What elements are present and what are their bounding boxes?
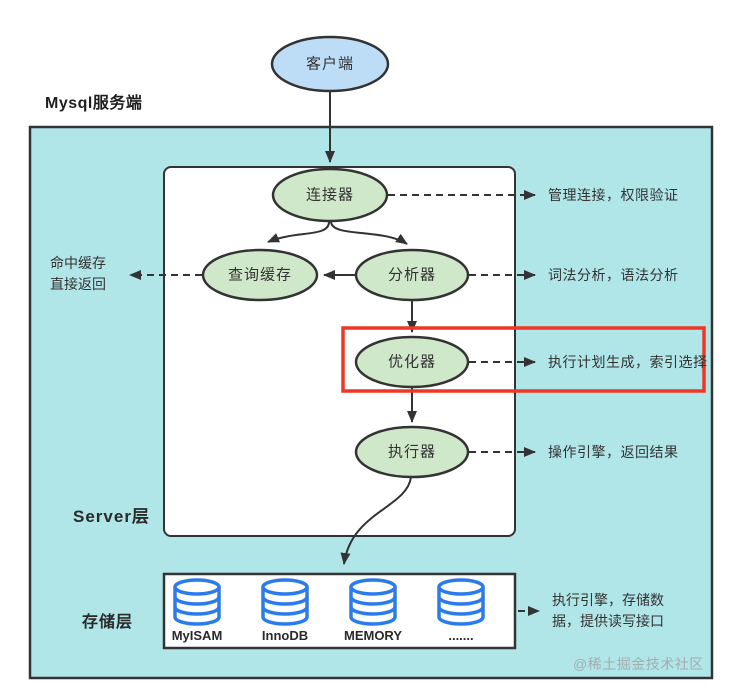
executor-label: 执行器 [387,443,437,461]
storage-layer-label: 存储层 [82,614,134,631]
query-cache-node [201,248,319,302]
query-cache-label: 查询缓存 [227,266,293,284]
analyzer-label: 分析器 [387,266,437,284]
executor-node [354,425,470,479]
mysql-server-label: Mysql服务端 [45,95,143,112]
cache-hit-line2: 直接返回 [50,276,106,292]
arrow-connector-to-analyzer [329,220,408,245]
optimizer-annotation: 执行计划生成，索引选择 [548,353,708,370]
database-icon-memory [349,578,397,626]
optimizer-highlight-box [341,326,706,393]
cache-hit-annotation: 命中缓存 直接返回 [30,253,126,295]
server-layer-label: Server层 [73,507,150,526]
engine-label-innodb: InnoDB [261,628,309,643]
engine-label-memory: MEMORY [343,628,403,643]
client-label: 客户端 [305,55,355,73]
arrow-executor-to-storage [340,476,412,565]
watermark: @稀土掘金技术社区 [573,656,704,672]
storage-annotation: 执行引擎，存储数 据，提供读写接口 [552,590,664,632]
cache-hit-line1: 命中缓存 [50,255,106,271]
connector-annotation: 管理连接，权限验证 [548,186,679,203]
executor-annotation: 操作引擎，返回结果 [548,443,679,460]
engine-label-other: ....... [448,628,474,643]
optimizer-label: 优化器 [387,353,437,371]
database-icon-myisam [173,578,221,626]
connector-label: 连接器 [305,186,355,204]
storage-annotation-line2: 据，提供读写接口 [552,613,664,629]
engine-label-myisam: MyISAM [171,628,223,643]
arrow-connector-to-query-cache [267,220,331,243]
storage-annotation-line1: 执行引擎，存储数 [552,592,664,608]
database-icon-other [437,578,485,626]
database-icon-innodb [261,578,309,626]
analyzer-annotation: 词法分析，语法分析 [548,266,679,283]
